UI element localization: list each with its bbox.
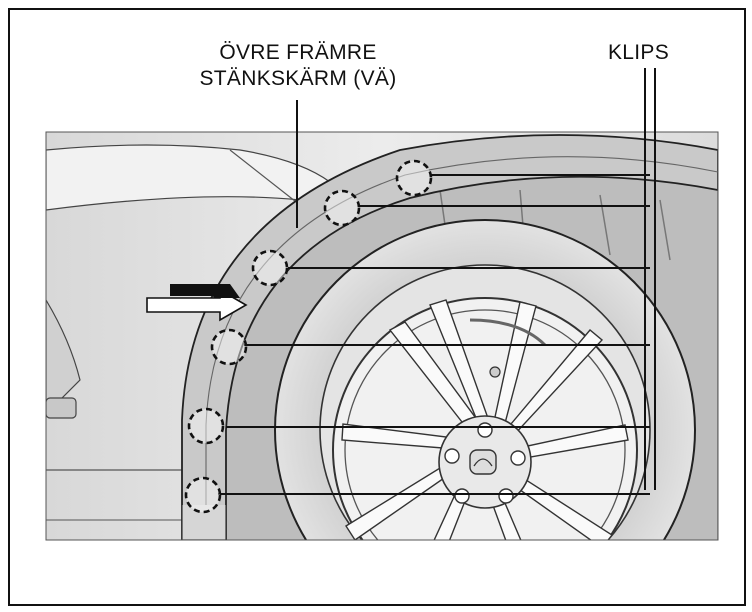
part-label-line1: ÖVRE FRÄMRE [219,41,377,64]
side-marker [46,397,77,419]
rim-lip [344,309,626,540]
picture-border [45,131,719,541]
dashed-circle-icon [184,476,222,514]
valve-stem [489,366,501,378]
part-label: ÖVRE FRÄMRE STÄNKSKÄRM (VÄ) [186,40,410,92]
dashed-circle-icon [251,249,289,287]
emblem-icon [469,449,497,475]
fender-flare [181,134,718,540]
mudguard [181,505,227,540]
arrow-right-icon [146,284,248,322]
clip-leader-lines [218,68,656,495]
clips-label: KLIPS [608,41,670,64]
dashed-circle-icon [187,407,225,445]
character-line [229,149,301,206]
dashed-circle-icon [323,189,361,227]
clip-markers [184,159,433,514]
brake-caliper [469,318,547,347]
lug-nuts [444,422,526,504]
part-label-line2: STÄNKSKÄRM (VÄ) [199,67,397,90]
hood-contour [46,144,332,211]
fender-flare-inner-edge [205,156,718,540]
bumper-edge [46,298,81,401]
dashed-circle-icon [210,328,248,366]
dashed-circle-icon [395,159,433,197]
